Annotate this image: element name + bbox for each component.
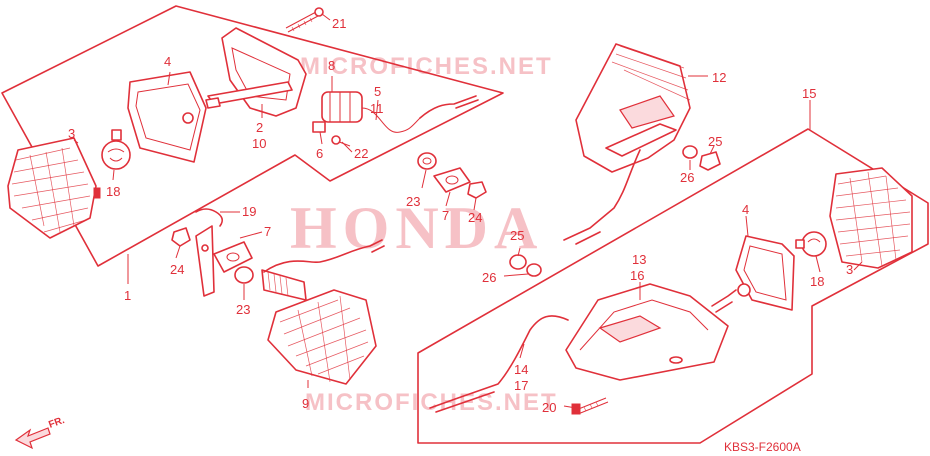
leader-lines [73, 13, 863, 409]
callout-9: 9 [302, 396, 309, 411]
watermark-top: MICROFICHES.NET [300, 53, 553, 80]
rear-winker-13 [565, 283, 729, 381]
callout-7-upper: 7 [442, 208, 449, 223]
callout-24-upper: 24 [468, 210, 482, 225]
callout-10: 10 [252, 136, 266, 151]
nut-24-lower [171, 227, 191, 247]
callout-12: 12 [712, 70, 726, 85]
grommet-23-lower [234, 266, 254, 284]
callout-25-lower: 25 [510, 228, 524, 243]
bulb-left [101, 129, 131, 170]
screw-21 [285, 7, 324, 33]
callout-5: 5 [374, 84, 381, 99]
callout-15: 15 [802, 86, 816, 101]
winker-housing-right [735, 235, 795, 311]
callout-14: 14 [514, 362, 528, 377]
callout-13: 13 [632, 252, 646, 267]
bracket-plate [195, 225, 215, 297]
bulb-right [795, 231, 827, 257]
front-direction-arrow: FR. [14, 415, 66, 450]
stay-19 [195, 208, 224, 227]
callout-1: 1 [124, 288, 131, 303]
callout-24-lower: 24 [170, 262, 184, 277]
callout-18-right: 18 [810, 274, 824, 289]
direction-label: FR. [47, 415, 66, 431]
screw-22 [331, 135, 351, 147]
nut-24-upper [467, 181, 487, 199]
gasket-7-lower [213, 241, 253, 273]
callout-6: 6 [316, 146, 323, 161]
grommet-25-lower [509, 254, 527, 270]
grommet-26-lower [526, 263, 542, 277]
wire-harness-middle [263, 239, 385, 273]
screw-20 [571, 397, 609, 415]
callout-20: 20 [542, 400, 556, 415]
callout-4-left: 4 [164, 54, 171, 69]
callout-19: 19 [242, 204, 256, 219]
callout-22: 22 [354, 146, 368, 161]
callout-11: 11 [370, 101, 384, 116]
winker-lens-right [829, 167, 913, 269]
left-group-frame [1, 5, 504, 267]
diagram-code: KBS3-F2600A [724, 440, 801, 454]
callout-17: 17 [514, 378, 528, 393]
grommet-26-upper [682, 145, 698, 159]
gasket-7-upper [433, 167, 471, 193]
callout-26-upper: 26 [680, 170, 694, 185]
callout-7-lower: 7 [264, 224, 271, 239]
callout-23-upper: 23 [406, 194, 420, 209]
rear-winker-9 [261, 269, 377, 385]
callout-21: 21 [332, 16, 346, 31]
wire-harness-left [419, 95, 479, 119]
watermark-brand: HONDA [290, 195, 543, 261]
callout-2: 2 [256, 120, 263, 135]
winker-housing-left [127, 71, 207, 163]
clip-6 [312, 121, 326, 133]
callout-18-left: 18 [106, 184, 120, 199]
wire-winker-right [711, 289, 737, 313]
nut-25-upper [699, 151, 721, 171]
grommet-23-upper [417, 152, 437, 170]
callout-16: 16 [630, 268, 644, 283]
callout-25-upper: 25 [708, 134, 722, 149]
winker-socket [321, 91, 421, 133]
winker-lens-left [7, 137, 101, 239]
wire-harness-right-lower [429, 315, 569, 413]
watermark-bottom: MICROFICHES.NET [305, 389, 558, 416]
callout-23-lower: 23 [236, 302, 250, 317]
callout-3-left: 3 [68, 126, 75, 141]
rear-winker-12 [575, 43, 691, 173]
winker-mount-bracket [205, 27, 307, 117]
callout-26-lower: 26 [482, 270, 496, 285]
callout-8: 8 [328, 58, 335, 73]
right-group-frame [417, 128, 929, 444]
wire-harness-right-upper [563, 149, 641, 245]
callout-4-right: 4 [742, 202, 749, 217]
callout-3-right: 3 [846, 262, 853, 277]
